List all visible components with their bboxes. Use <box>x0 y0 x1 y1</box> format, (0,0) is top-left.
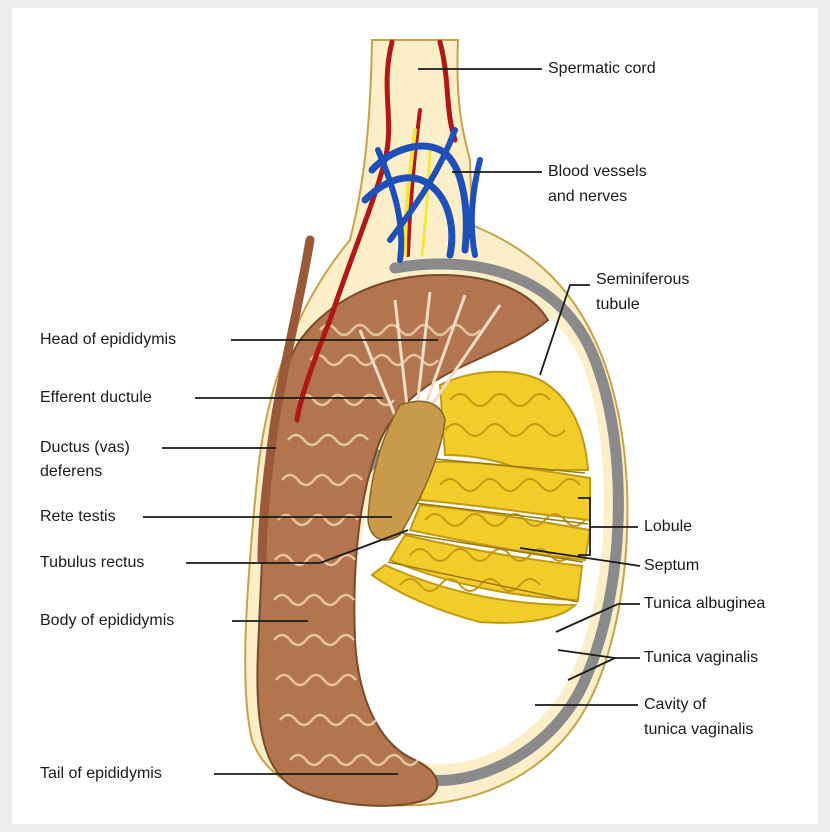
label-ductus-line1: Ductus (vas) <box>40 436 130 460</box>
label-seminiferous-line2: tubule <box>596 293 640 317</box>
label-cavity-line1: Cavity of <box>644 693 706 717</box>
label-tubulus-rectus: Tubulus rectus <box>40 551 144 575</box>
label-blood-vessels-line1: Blood vessels <box>548 160 647 184</box>
label-tunica-albuginea: Tunica albuginea <box>644 592 765 616</box>
label-lobule: Lobule <box>644 515 692 539</box>
label-head-of-epididymis: Head of epididymis <box>40 328 176 352</box>
label-tunica-vaginalis: Tunica vaginalis <box>644 646 758 670</box>
label-ductus-line2: deferens <box>40 460 102 484</box>
label-body-of-epididymis: Body of epididymis <box>40 609 174 633</box>
label-rete-testis: Rete testis <box>40 505 116 529</box>
label-cavity-line2: tunica vaginalis <box>644 718 753 742</box>
label-tail-of-epididymis: Tail of epididymis <box>40 762 162 786</box>
label-seminiferous-line1: Seminiferous <box>596 268 689 292</box>
label-septum: Septum <box>644 554 699 578</box>
label-blood-vessels-line2: and nerves <box>548 185 627 209</box>
label-efferent-ductule: Efferent ductule <box>40 386 152 410</box>
label-spermatic-cord: Spermatic cord <box>548 57 656 81</box>
